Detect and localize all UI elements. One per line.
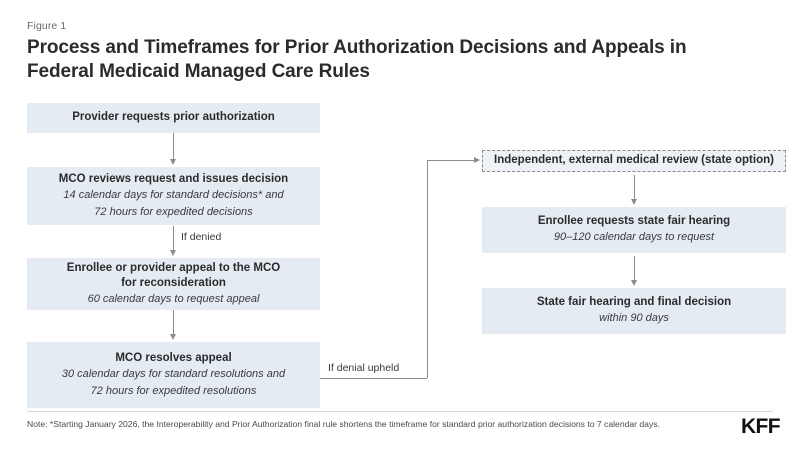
connector-denial-upheld-to-review — [427, 160, 475, 161]
flow-box-sub-1: 14 calendar days for standard decisions*… — [63, 188, 284, 201]
page-title: Process and Timeframes for Prior Authori… — [27, 37, 687, 83]
connector-denial-upheld-horizontal — [320, 378, 427, 379]
connector-review-to-hearing-request — [634, 175, 635, 201]
flow-box-sub-1: 60 calendar days to request appeal — [87, 292, 260, 305]
arrow-right-icon — [474, 157, 480, 163]
flow-box-sub-1: 30 calendar days for standard resolution… — [61, 367, 286, 380]
flow-box-sub-1: within 90 days — [599, 312, 669, 325]
footer-divider — [27, 411, 773, 412]
connector-provider-to-mco — [173, 133, 174, 161]
footer-note: Note: *Starting January 2026, the Intero… — [27, 419, 660, 429]
flow-box-mco-resolves[interactable]: MCO resolves appeal 30 calendar days for… — [27, 342, 320, 408]
kff-logo: KFF — [740, 415, 781, 438]
arrow-down-icon — [170, 159, 176, 165]
flow-box-provider-request[interactable]: Provider requests prior authorization — [27, 103, 320, 133]
edge-label-if-denial-upheld: If denial upheld — [328, 362, 400, 374]
edge-label-if-denied: If denied — [181, 231, 222, 243]
flow-box-title-line2: for reconsideration — [121, 276, 226, 289]
figure-number: Figure 1 — [27, 20, 67, 32]
flow-box-title: MCO resolves appeal — [115, 351, 232, 364]
flow-box-sub-2: 72 hours for expedited resolutions — [90, 384, 257, 397]
arrow-down-icon — [170, 334, 176, 340]
flow-box-title: Enrollee requests state fair hearing — [537, 215, 731, 228]
arrow-down-icon — [631, 199, 637, 205]
connector-denial-upheld-vertical — [427, 160, 428, 378]
arrow-down-icon — [170, 250, 176, 256]
flow-box-title: Independent, external medical review (st… — [494, 154, 774, 167]
flow-box-state-fair-hearing-request[interactable]: Enrollee requests state fair hearing 90–… — [482, 207, 786, 253]
connector-mco-to-appeal — [173, 226, 174, 252]
flow-box-sub-2: 72 hours for expedited decisions — [94, 205, 253, 218]
flow-box-title: Provider requests prior authorization — [72, 111, 275, 124]
flow-box-mco-reviews[interactable]: MCO reviews request and issues decision … — [27, 167, 320, 225]
flow-box-state-fair-hearing-decision[interactable]: State fair hearing and final decision wi… — [482, 288, 786, 334]
flow-box-enrollee-appeal[interactable]: Enrollee or provider appeal to the MCO f… — [27, 258, 320, 310]
flow-box-title: State fair hearing and final decision — [536, 296, 732, 309]
flow-box-title: Enrollee or provider appeal to the MCO — [66, 261, 281, 274]
flow-box-sub-1: 90–120 calendar days to request — [553, 231, 715, 244]
arrow-down-icon — [631, 280, 637, 286]
connector-appeal-to-resolves — [173, 310, 174, 336]
connector-request-to-decision — [634, 256, 635, 282]
flow-box-title: MCO reviews request and issues decision — [58, 172, 289, 185]
flow-box-external-review[interactable]: Independent, external medical review (st… — [482, 150, 786, 172]
